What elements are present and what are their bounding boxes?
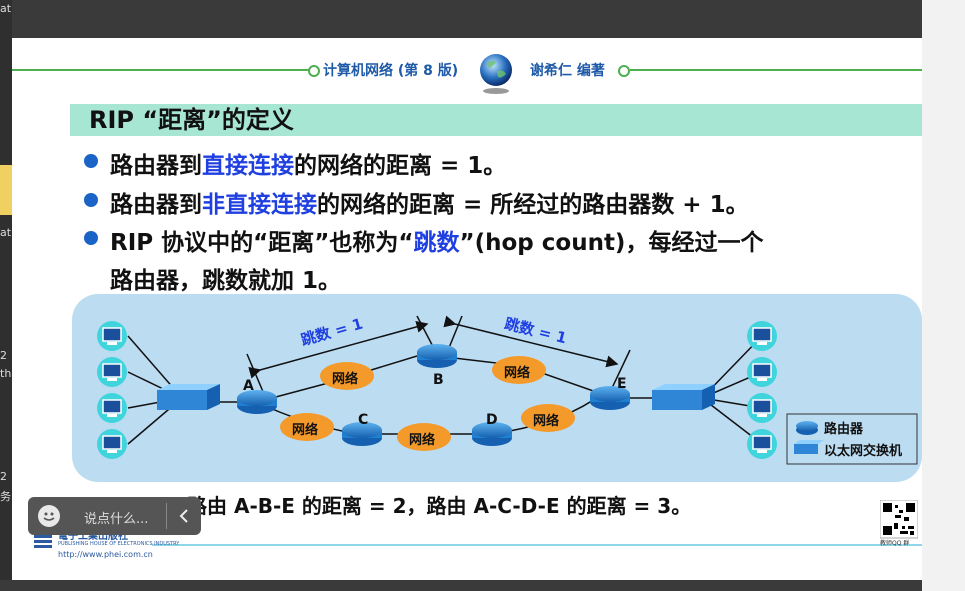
node-label-c: C: [358, 412, 369, 428]
chat-input-bar[interactable]: 说点什么...: [28, 497, 201, 535]
network-label: 网络: [292, 423, 319, 438]
window-top-bar: [0, 0, 922, 38]
publisher-subtitle: PUBLISHING HOUSE OF ELECTRONICS INDUSTRY: [58, 541, 180, 547]
route-distance-summary: 路由 A-B-E 的距离 = 2，路由 A-C-D-E 的距离 = 3。: [187, 494, 692, 518]
right-side-panel: [922, 0, 965, 591]
legend-router-label: 路由器: [824, 422, 864, 437]
bullet-2: 路由器到非直接连接的网络的距离 = 所经过的路由器数 + 1。: [110, 192, 749, 218]
chat-divider: [166, 503, 167, 529]
network-label: 网络: [332, 372, 359, 387]
slide-title: RIP “距离”的定义: [89, 106, 294, 134]
legend-switch-label: 以太网交换机: [824, 444, 903, 459]
node-label-d: D: [486, 412, 498, 428]
bullet-3-continuation: 路由器，跳数就加 1。: [110, 268, 342, 294]
publisher-url: http://www.phei.com.cn: [58, 550, 153, 559]
side-text-fragment: th: [0, 367, 12, 380]
window-bottom-bar: [0, 580, 922, 591]
ethernet-switch-icon: [157, 384, 715, 410]
bullet-3: RIP 协议中的“距离”也称为“跳数”(hop count)，每经过一个: [110, 230, 764, 256]
router-icon: [237, 344, 630, 446]
network-label: 网络: [533, 414, 560, 429]
chevron-left-icon[interactable]: [174, 505, 196, 527]
header-line-dot: [308, 65, 320, 77]
qr-code-icon: [879, 499, 919, 546]
side-text-fragment: 2: [0, 470, 7, 483]
side-text-fragment: 务: [0, 490, 11, 503]
left-side-panel: at at 2 th 2 务: [0, 0, 12, 591]
globe-logo-icon: [479, 53, 513, 94]
footer-line: [152, 544, 922, 546]
book-title: 计算机网络 (第 8 版): [323, 63, 459, 79]
chat-input-placeholder[interactable]: 说点什么...: [84, 512, 149, 527]
network-cloud-icon: [280, 356, 575, 451]
node-label-a: A: [243, 378, 254, 394]
header-line-left: [12, 69, 312, 71]
book-author: 谢希仁 编著: [530, 63, 605, 79]
publisher-logo-icon: [32, 531, 54, 553]
side-text-fragment: at: [0, 2, 12, 15]
bullet-dot: [84, 193, 98, 207]
publisher-name: 電子工業出版社: [58, 531, 128, 542]
side-text-fragment: at: [0, 226, 12, 239]
bullet-dot: [84, 231, 98, 245]
node-label-b: B: [433, 372, 444, 388]
node-label-e: E: [617, 376, 627, 392]
network-label: 网络: [409, 433, 436, 448]
header-line-dot: [618, 65, 630, 77]
host-computer-icon: [97, 321, 777, 459]
slide: 计算机网络 (第 8 版) 谢希仁 编著 RIP “距离”的定义 路由器到直接连…: [12, 38, 922, 580]
qr-caption: 教师QQ 群: [880, 540, 910, 547]
title-bar: [70, 104, 922, 136]
network-diagram: 跳数 = 1 跳数 = 1 网络 网络 网络 网络 网络 A B C D E 路…: [72, 294, 922, 482]
header-line-right: [630, 69, 922, 71]
network-label: 网络: [504, 366, 531, 381]
side-text-fragment: 2: [0, 349, 7, 362]
bullet-dot: [84, 154, 98, 168]
emoji-icon[interactable]: [38, 505, 60, 527]
bullet-1: 路由器到直接连接的网络的距离 = 1。: [110, 153, 507, 179]
